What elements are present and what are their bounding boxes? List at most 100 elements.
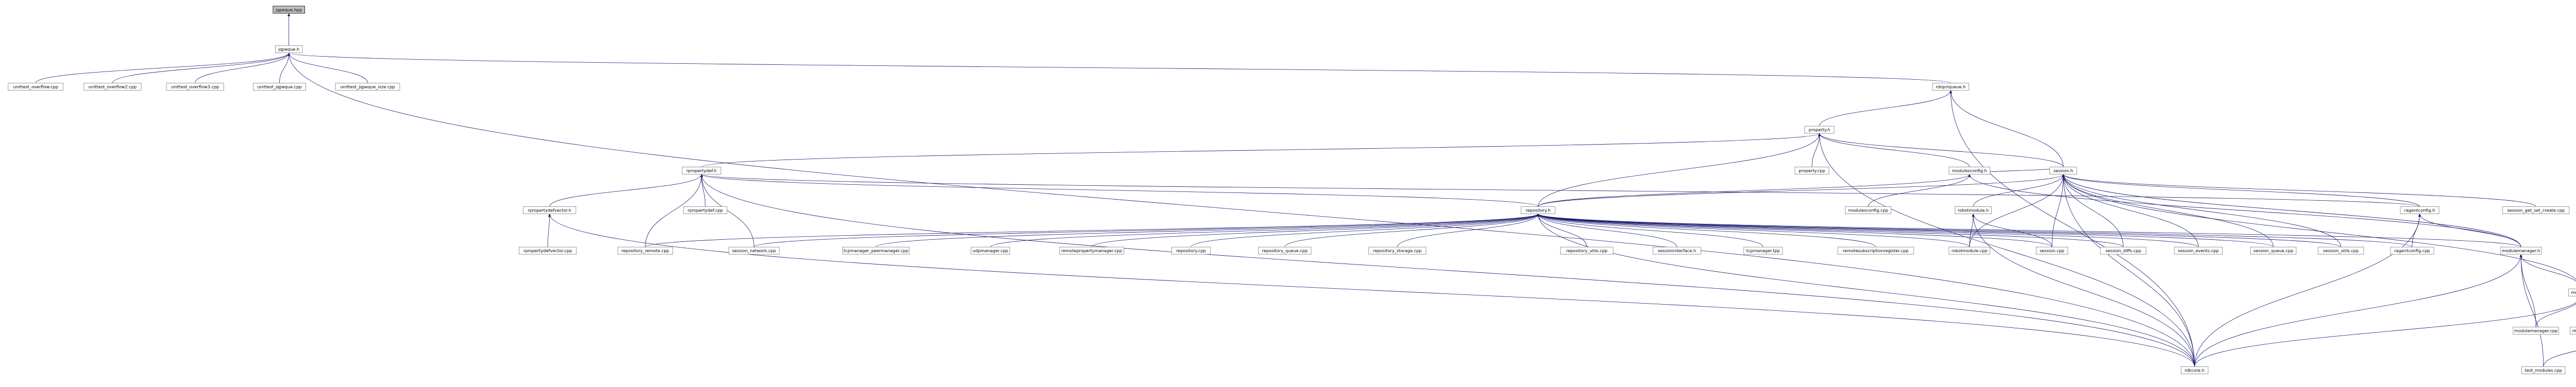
edge-modulemanager-h-to-repository-h [1536,214,2521,248]
edge-session-h-to-rdopriqueue-h [1949,90,2064,167]
node-modulemanager-h[interactable]: modulemanager.h [2500,247,2542,255]
node-label: remotepropertymanager.cpp [1061,248,1122,253]
edge-session-events-to-repository-h [1536,214,2199,248]
node-session-h[interactable]: session.h [2049,167,2077,174]
node-box [842,247,910,255]
edge-tcpmanager-tpp-to-repository-h [1536,214,1764,248]
node-unittest-jqpeque-size[interactable]: unittest_jqpeque_size.cpp [335,82,400,91]
node-box [2250,247,2297,255]
edge-modulesconfig-cpp-to-modulesconfig-h [1868,174,1971,207]
edge-rpropertydef-cpp-to-rpropertydef-h [700,174,706,207]
node-jqpeque-h[interactable]: jqpeque.h [275,45,303,54]
edge-ragentconfig-h-to-session-h [2062,174,2420,207]
node-label: rpropertydef.cpp [688,207,723,213]
node-session-cpp[interactable]: session.cpp [2036,247,2069,255]
edge-unittest-overflow-to-jqpeque-h [35,52,291,83]
node-rpropertydefvector-cpp[interactable]: rpropertydefvector.cpp [519,247,577,255]
node-session-utils[interactable]: session_utils.cpp [2317,247,2364,255]
node-remotesubscriptionregister[interactable]: remotesubscriptionregister.cpp [1837,247,1914,255]
node-box [8,82,63,91]
node-tcpmanager-tpp[interactable]: tcpmanager.tpp [1743,247,1783,255]
edge-test-modules-to-modulemanager-h [2519,254,2544,367]
node-test-modules[interactable]: test_modules.cpp [2521,366,2566,374]
node-box [1845,206,1891,214]
edge-property-h-to-rdopriqueue-h [1819,90,1953,127]
edge-repository-remote-to-rpropertydef-h [645,174,703,248]
node-label: module.h [2571,290,2576,295]
node-label: repository.h [1526,207,1550,213]
node-jqpeque-hpp[interactable]: jqpeque.hpp [273,6,305,14]
node-label: repository_storage.cpp [1373,248,1421,253]
node-box [1652,247,1701,255]
node-tcpmanager-peermanager[interactable]: tcpmanager_peermanager.cpp [842,247,910,255]
node-box [2317,247,2364,255]
node-rdkcore-h[interactable]: rdkcore.h [2180,366,2209,374]
node-box [1948,247,1990,255]
node-box [1794,167,1829,174]
node-modulemanager-cpp[interactable]: modulemanager.cpp [2513,327,2559,335]
node-ragentconfig-cpp[interactable]: ragentconfig.cpp [2390,247,2434,255]
node-label: jqpeque.hpp [275,7,302,12]
node-session-diffs[interactable]: session_diffs.cpp [2100,247,2147,255]
node-modulesconfig-h[interactable]: modulesconfig.h [1948,167,1990,174]
node-rpropertydefvector-h[interactable]: rpropertydefvector.h [523,206,577,214]
edge-session-cpp-to-repository-h [1536,214,2053,248]
node-label: tcpmanager.tpp [1747,248,1780,253]
edge-modulemanager-h-to-ragentconfig-h [2418,214,2521,248]
node-sessioninterface-h[interactable]: sessioninterface.h [1652,247,1701,255]
node-box [2502,206,2570,214]
node-module-h[interactable]: module.h [2568,288,2576,296]
node-repository-utils[interactable]: repository_utils.cpp [1560,247,1614,255]
node-rpropertydef-cpp[interactable]: rpropertydef.cpp [683,206,727,214]
node-box [2513,327,2559,335]
node-unittest-overflow2[interactable]: unittest_overflow2.cpp [83,82,142,91]
edge-modulemanager-h-to-session-h [2062,174,2521,248]
edge-session-utils-to-session-h [2062,174,2342,248]
node-ragentconfig-h[interactable]: ragentconfig.h [2400,206,2439,214]
node-repository-storage[interactable]: repository_storage.cpp [1368,247,1427,255]
node-label: repository.cpp [1176,248,1206,253]
edge-repository-remote-to-repository-h [645,214,1539,248]
node-box [2174,247,2223,255]
node-unittest-overflow3[interactable]: unittest_overflow3.cpp [166,82,224,91]
node-unittest-overflow[interactable]: unittest_overflow.cpp [8,82,63,91]
node-rpropertydef-h[interactable]: rpropertydef.h [682,167,721,174]
node-session-network[interactable]: session_network.cpp [728,247,779,255]
node-modulesconfig-cpp[interactable]: modulesconfig.cpp [1845,206,1891,214]
node-label: session.cpp [2040,248,2064,253]
node-box [2568,288,2576,296]
node-property-cpp[interactable]: property.cpp [1794,167,1829,174]
node-remotepropertymanager[interactable]: remotepropertymanager.cpp [1059,247,1124,255]
node-robotmodule-cpp[interactable]: robotmodule.cpp [1948,247,1990,255]
node-repository-cpp[interactable]: repository.cpp [1171,247,1211,255]
edge-session-diffs-to-session-h [2061,174,2124,248]
node-property-h[interactable]: property.h [1804,126,1835,134]
node-repository-queue[interactable]: repository_queue.cpp [1258,247,1312,255]
node-session-queue[interactable]: session_queue.cpp [2250,247,2297,255]
node-box [2569,327,2576,335]
node-module-cpp[interactable]: module.cpp [2569,327,2576,335]
node-label: unittest_overflow3.cpp [171,84,219,89]
edge-remotepropertymanager-to-repository-h [1091,214,1540,248]
node-robotmodule-h[interactable]: robotmodule.h [1955,206,1992,214]
node-session-events[interactable]: session_events.cpp [2174,247,2223,255]
edge-repository-h-to-property-h [1537,133,1821,207]
node-label: session.h [2054,168,2073,173]
node-label: repository_remote.cpp [621,248,669,253]
edge-session-network-to-repository-h [754,214,1539,248]
node-unittest-jqpeque[interactable]: unittest_jqpeque.cpp [252,82,306,91]
node-udpmanager[interactable]: udpmanager.cpp [971,247,1010,255]
edge-robotmodule-cpp-to-repository-h [1536,214,1970,248]
node-box [2390,247,2434,255]
node-repository-remote[interactable]: repository_remote.cpp [617,247,673,255]
edge-repository-h-to-session-h [1537,174,2065,207]
node-label: modulesconfig.h [1952,168,1987,173]
node-repository-h[interactable]: repository.h [1520,206,1555,214]
node-box [971,247,1010,255]
node-session-get-set-create[interactable]: session_get_set_create.cpp [2502,206,2570,214]
edge-remotesubscriptionregister-to-repository-h [1536,214,1876,248]
node-box [2400,206,2439,214]
node-label: modulesconfig.cpp [1848,207,1888,213]
node-rdopriqueue-h[interactable]: rdopriqueue.h [1932,82,1970,91]
